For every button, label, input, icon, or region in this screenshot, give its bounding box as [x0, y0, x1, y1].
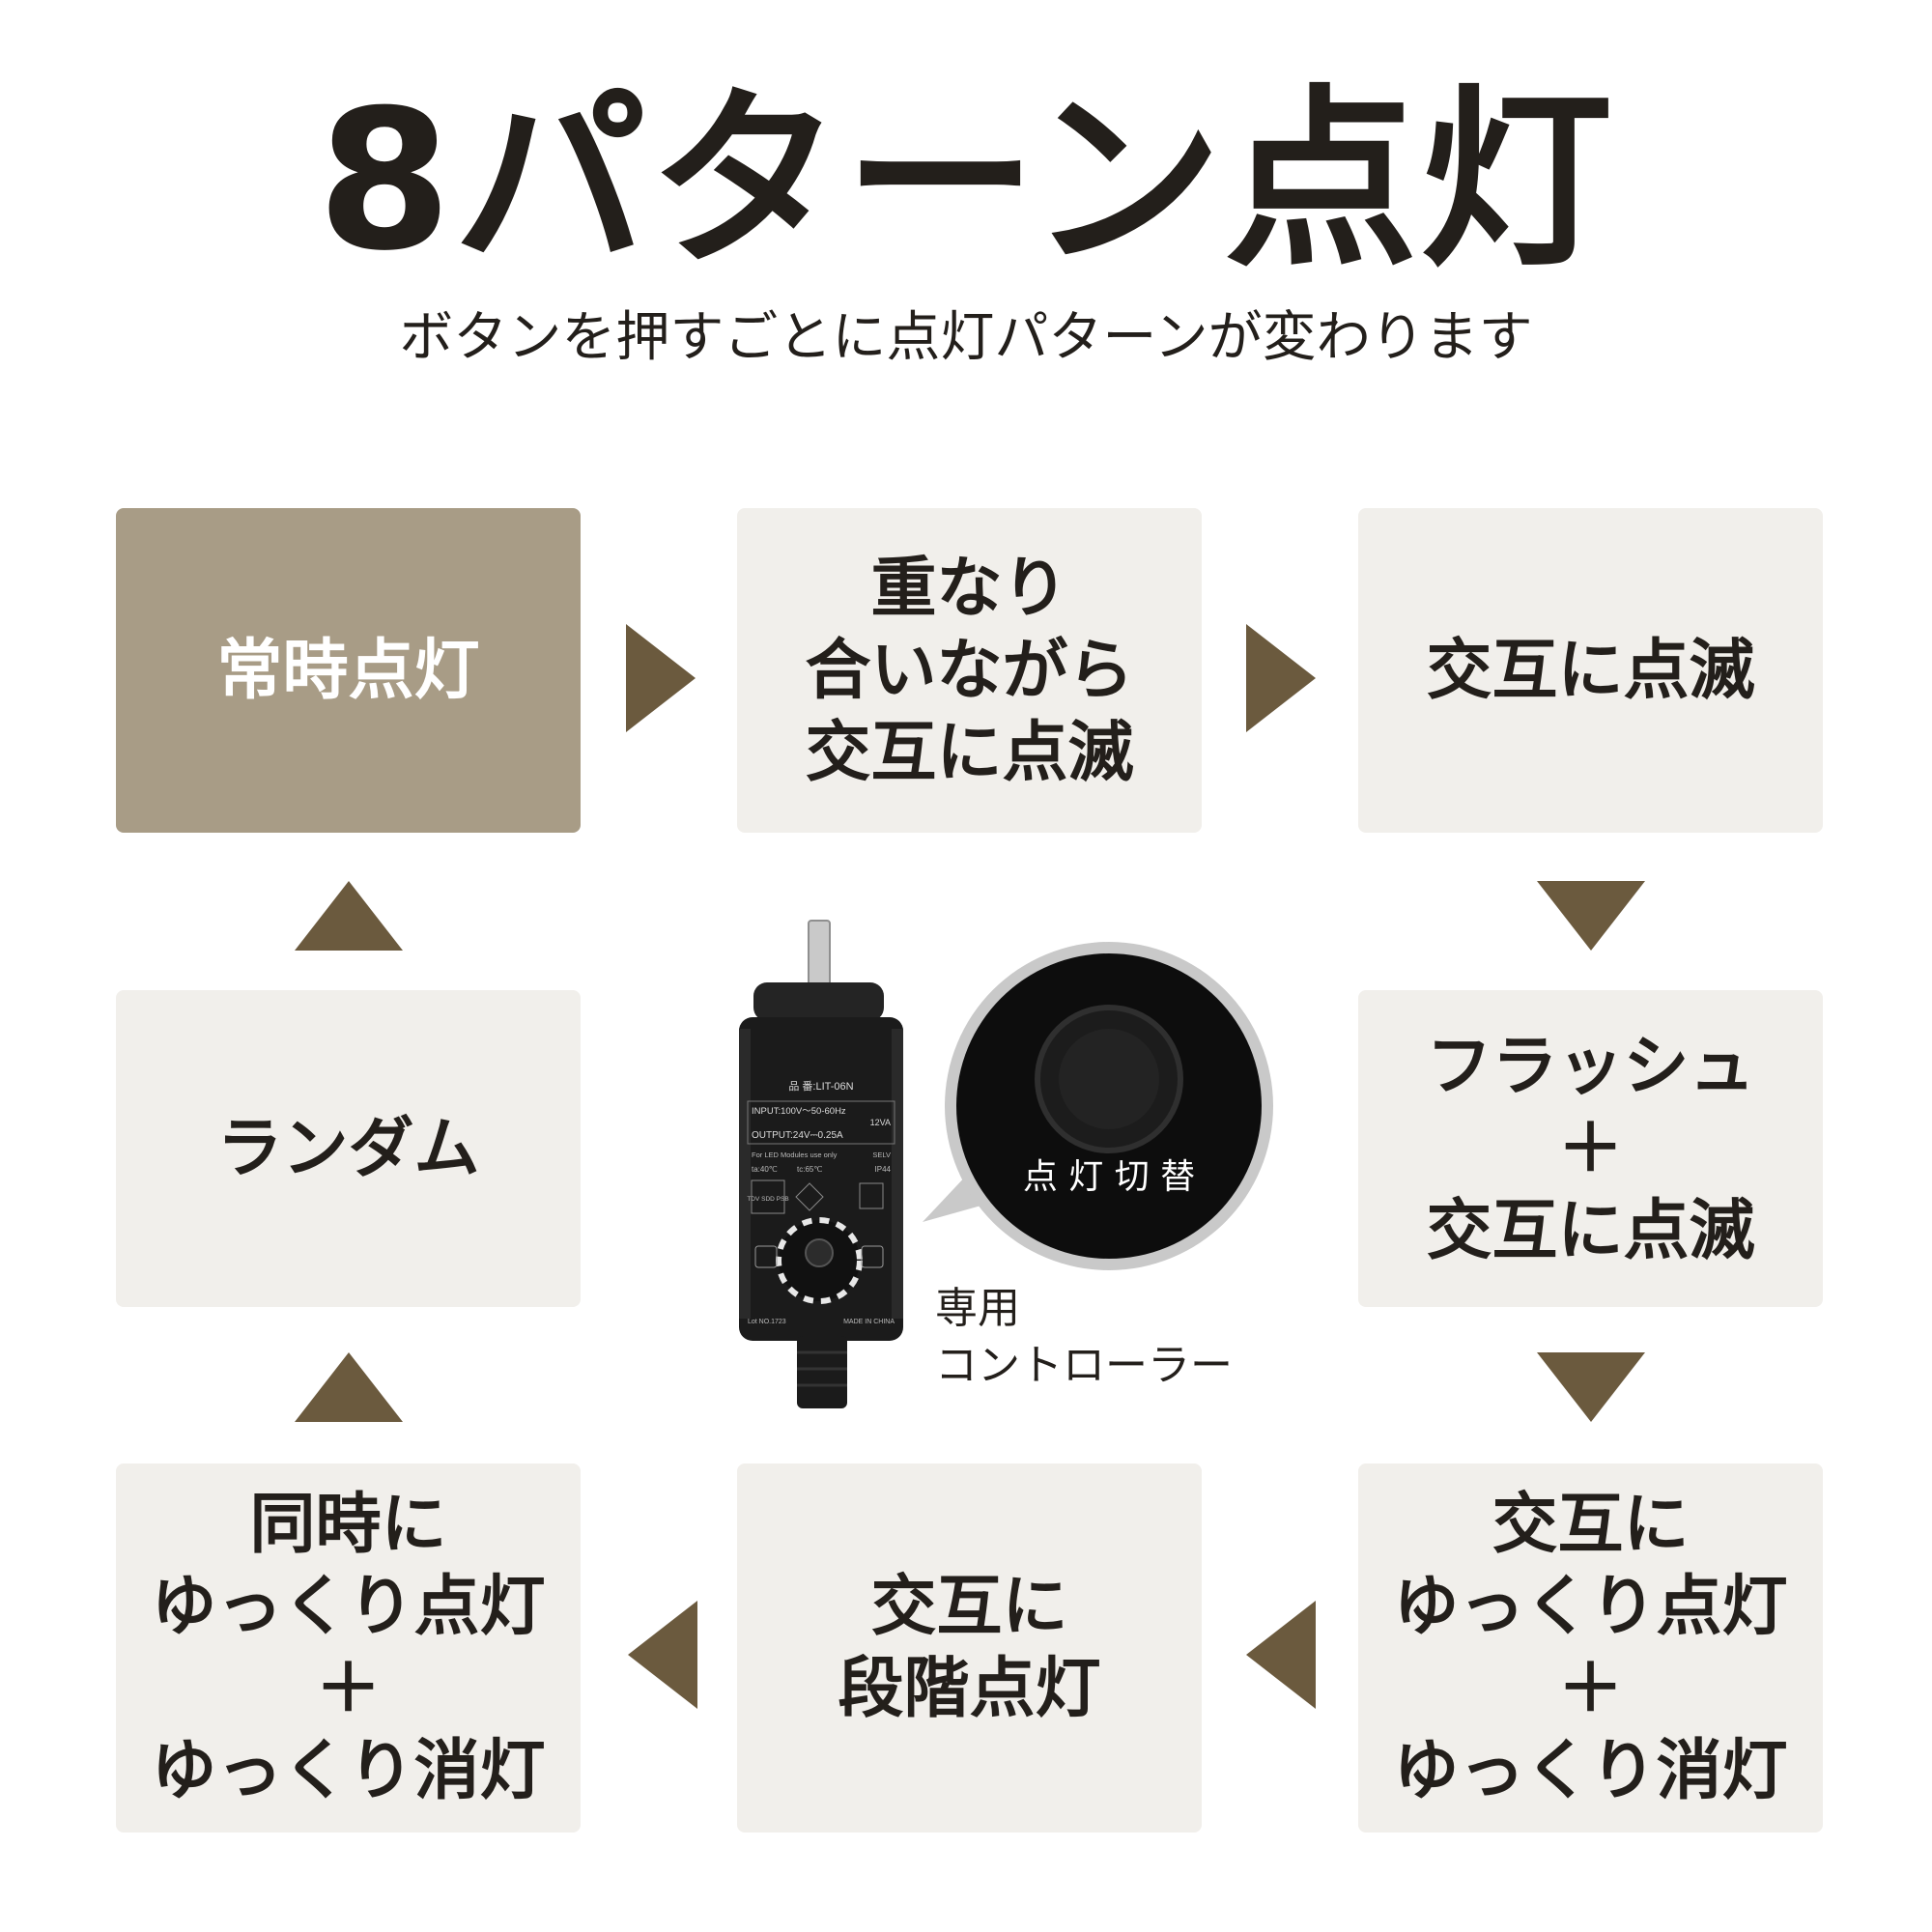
controller-modules-text: For LED Modules use only [752, 1151, 838, 1159]
controller-marks-text: TDV SDD PSB [747, 1196, 788, 1203]
page-title: 8パターン点灯 [317, 69, 1615, 294]
pattern-box-alternate-blink: 交互に点滅 [1358, 508, 1823, 833]
controller-ta-text: ta:40℃ [752, 1165, 778, 1174]
pattern-label: 交互に ゆっくり点灯 ＋ ゆっくり消灯 [1393, 1487, 1788, 1809]
controller-input-text: INPUT:100V～50-60Hz [752, 1106, 846, 1117]
plug-prong [808, 920, 831, 989]
pattern-label: 同時に ゆっくり点灯 ＋ ゆっくり消灯 [151, 1487, 546, 1809]
arrow-right-icon [626, 624, 696, 732]
arrow-down-icon [1537, 881, 1645, 951]
controller-va-text: 12VA [870, 1118, 891, 1127]
pattern-label: 交互に 段階点灯 [838, 1569, 1101, 1727]
controller-caption-line2: コントローラー [935, 1341, 1233, 1391]
pattern-label: 交互に点滅 [1426, 632, 1755, 709]
arrow-up-icon [295, 881, 403, 951]
arrow-left-icon [1246, 1601, 1316, 1709]
pattern-box-flash-alternate-blink: フラッシュ ＋ 交互に点滅 [1358, 990, 1823, 1307]
controller-connector [797, 1336, 847, 1408]
controller-caption-line1: 専用 [935, 1284, 1020, 1333]
arrow-right-icon [1246, 624, 1316, 732]
pattern-label: 重なり 合いながら 交互に点滅 [805, 550, 1134, 791]
pattern-box-always-on: 常時点灯 [116, 508, 581, 833]
controller-collar [753, 982, 884, 1021]
controller-lot-text: Lot NO.1723 [748, 1319, 786, 1325]
controller-model-text: 品 番:LIT-06N [788, 1080, 853, 1093]
controller-ip-text: IP44 [875, 1165, 892, 1174]
controller-made-text: MADE IN CHINA [843, 1319, 895, 1325]
pattern-label: フラッシュ ＋ 交互に点滅 [1426, 1028, 1755, 1269]
push-button [1059, 1029, 1159, 1129]
page-subtitle: ボタンを押すごとに点灯パターンが変わります [399, 306, 1533, 369]
arrow-up-icon [295, 1352, 403, 1422]
arrow-left-icon [628, 1601, 697, 1709]
controller-illustration: 品 番:LIT-06N INPUT:100V～50-60Hz 12VA OUTP… [739, 920, 1273, 1408]
pattern-box-random: ランダム [116, 990, 581, 1307]
pattern-box-alternate-fade: 交互に ゆっくり点灯 ＋ ゆっくり消灯 [1358, 1463, 1823, 1833]
controller-output-text: OUTPUT:24V⎓0.25A [752, 1130, 843, 1141]
pattern-label: 常時点灯 [216, 632, 480, 709]
pattern-box-overlap-alternate-blink: 重なり 合いながら 交互に点滅 [737, 508, 1202, 833]
pattern-label: ランダム [216, 1110, 480, 1187]
pattern-box-simultaneous-fade: 同時に ゆっくり点灯 ＋ ゆっくり消灯 [116, 1463, 581, 1833]
arrow-down-icon [1537, 1352, 1645, 1422]
pattern-box-alternate-step: 交互に 段階点灯 [737, 1463, 1202, 1833]
controller-tc-text: tc:65℃ [797, 1165, 822, 1174]
button-closeup-label: 点 灯 切 替 [1023, 1157, 1195, 1197]
controller-selv-text: SELV [872, 1151, 891, 1159]
controller-caption: 専用 コントローラー [935, 1280, 1233, 1395]
